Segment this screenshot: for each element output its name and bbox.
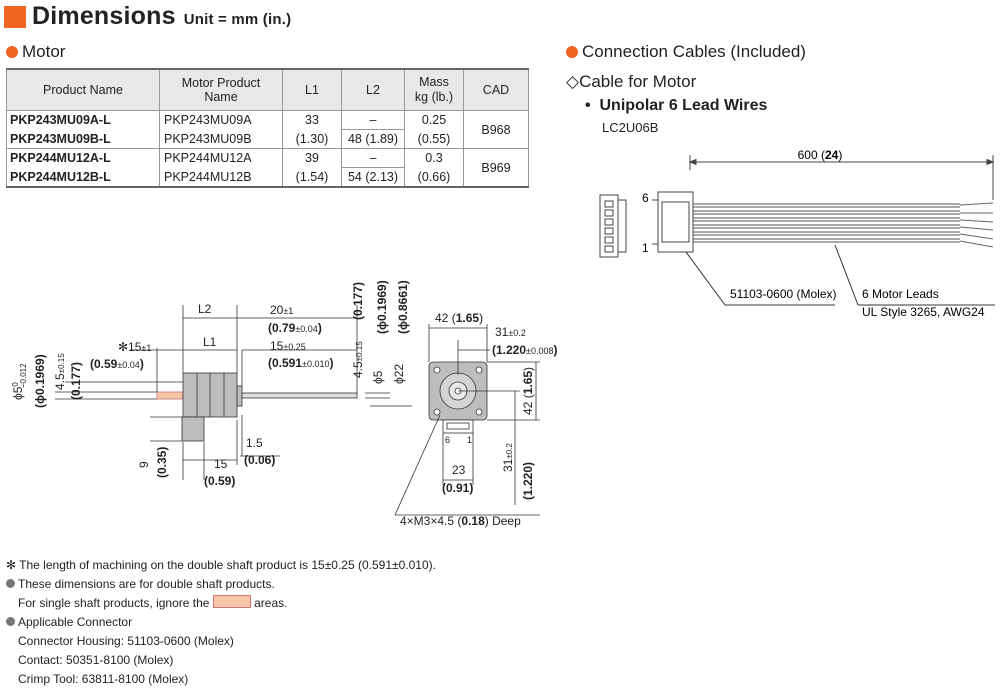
dim-phi5b: ϕ5	[371, 370, 385, 384]
dim-15-shaft: 15±0.25	[270, 339, 306, 353]
table-row: PKP244MU12B-L PKP244MU12B (1.54) 54 (2.1…	[6, 167, 529, 187]
product-name: PKP244MU12B-L	[6, 167, 160, 187]
col-motor-product-name: Motor Product Name	[159, 68, 283, 111]
dim-23: 23	[452, 463, 466, 477]
dim-1220: (1.220±0.008)	[492, 343, 558, 357]
rear-shaft	[156, 391, 184, 400]
note-4: Connector Housing: 51103-0600 (Molex)	[18, 634, 234, 648]
motor-product-name: PKP243MU09A	[159, 110, 283, 130]
cable-drawing: 600 (24) 6 1 51103-0600 (Molex) 6 Motor …	[599, 148, 995, 319]
mass-value: (0.66)	[404, 167, 464, 187]
mass-value: 0.25	[404, 110, 464, 130]
l2-value: 54 (2.13)	[341, 167, 405, 187]
motor-drawing: L2 L1 20±1 (0.79±0.04) 15±0.25 (0.591±0.…	[11, 280, 558, 528]
motor-product-name: PKP244MU12A	[159, 148, 283, 168]
diamond-icon: ◇	[566, 72, 580, 91]
bullet-icon	[6, 579, 15, 588]
product-name: PKP243MU09B-L	[6, 129, 160, 149]
col-l1: L1	[282, 68, 342, 111]
table-row: PKP243MU09A-L PKP243MU09A 33 – 0.25 B968	[6, 110, 529, 149]
dim-20: 20±1	[270, 303, 293, 317]
motor-product-name: PKP244MU12B	[159, 167, 283, 187]
cable-model: LC2U06B	[602, 120, 659, 135]
l1-value: 33	[282, 110, 342, 130]
pin6-label: 6	[445, 435, 450, 445]
spec-table: Product Name Motor Product Name L1 L2 Ma…	[6, 68, 529, 188]
dim-phi1969: (ϕ0.1969)	[33, 354, 47, 408]
table-row: PKP244MU12A-L PKP244MU12A 39 – 0.3 B969	[6, 148, 529, 187]
l2-value: –	[341, 110, 405, 130]
product-name: PKP243MU09A-L	[6, 110, 160, 130]
bullet-icon	[6, 46, 18, 58]
dim-1220v: (1.220)	[521, 462, 535, 500]
dim-phi5: ϕ50−0.012	[11, 363, 28, 400]
motor-section-title: Motor	[6, 42, 65, 62]
dim-059: (0.59±0.04)	[90, 357, 144, 371]
cad-link[interactable]: B968	[463, 110, 529, 149]
unit-label: Unit = mm (in.)	[183, 11, 292, 28]
motor-product-name: PKP243MU09B	[159, 129, 283, 149]
dim-l2: L2	[198, 302, 212, 316]
connector-label: 51103-0600 (Molex)	[730, 287, 837, 301]
pin-bottom-label: 1	[642, 241, 649, 255]
note-6: Crimp Tool: 63811-8100 (Molex)	[18, 672, 189, 686]
pin-top-label: 6	[642, 191, 649, 205]
col-l2: L2	[341, 68, 405, 111]
dim-phi1969b: (ϕ0.1969)	[375, 280, 389, 334]
dim-31v: 31±0.2	[501, 443, 515, 472]
dim-15: 15	[214, 457, 228, 471]
col-product-name: Product Name	[6, 68, 160, 111]
table-row: PKP243MU09B-L PKP243MU09B (1.30) 48 (1.8…	[6, 129, 529, 149]
dim-42v: 42 (1.65)	[521, 367, 535, 415]
cables-section-title: Connection Cables (Included)	[566, 42, 806, 62]
pin1-label: 1	[467, 435, 472, 445]
dim-45: 4.5±0.15	[53, 353, 67, 390]
note-3: Applicable Connector	[6, 613, 436, 632]
col-cad: CAD	[463, 68, 529, 111]
cable-length: 600 (24)	[798, 148, 843, 162]
lead-type: • Unipolar 6 Lead Wires	[585, 97, 768, 114]
title-marker	[4, 6, 26, 28]
cable-subtitle: ◇Cable for Motor	[566, 72, 697, 91]
tap-spec: 4×M3×4.5 (0.18) Deep	[400, 514, 521, 528]
dim-079: (0.79±0.04)	[268, 321, 322, 335]
dim-42: 42 (1.65)	[435, 311, 483, 325]
product-name: PKP244MU12A-L	[6, 148, 160, 168]
dim-l1: L1	[203, 335, 217, 349]
leads-spec: UL Style 3265, AWG24	[862, 305, 985, 319]
dim-phi8661: (ϕ0.8661)	[396, 280, 410, 334]
l1-value: (1.30)	[282, 129, 342, 149]
note-1: These dimensions are for double shaft pr…	[6, 575, 436, 594]
dim-0177: (0.177)	[69, 362, 83, 400]
note-star: ✻ The length of machining on the double …	[6, 558, 436, 572]
dim-059b: (0.59)	[204, 474, 235, 488]
mass-value: 0.3	[404, 148, 464, 168]
mass-value: (0.55)	[404, 129, 464, 149]
dim-0177b: (0.177)	[351, 282, 365, 320]
highlight-swatch	[212, 595, 251, 608]
l1-value: (1.54)	[282, 167, 342, 187]
bullet-icon	[6, 617, 15, 626]
dim-45b: 4.5±0.15	[351, 341, 365, 378]
dim-star15: ✻15±1	[118, 340, 151, 354]
note-5: Contact: 50351-8100 (Molex)	[18, 653, 174, 667]
dim-1p5: 1.5	[246, 436, 263, 450]
l2-value: 48 (1.89)	[341, 129, 405, 149]
l2-value: –	[341, 148, 405, 168]
dim-091: (0.91)	[442, 481, 473, 495]
dim-035: (0.35)	[155, 447, 169, 478]
bullet-icon	[566, 46, 578, 58]
dim-9: 9	[137, 461, 151, 468]
dim-006: (0.06)	[244, 453, 275, 467]
dim-0591: (0.591±0.010)	[268, 356, 334, 370]
dim-phi22: ϕ22	[392, 364, 406, 384]
leads-label: 6 Motor Leads	[862, 287, 939, 301]
notes: ✻ The length of machining on the double …	[6, 556, 436, 689]
dim-31: 31±0.2	[495, 325, 526, 339]
note-2: For single shaft products, ignore the ar…	[18, 595, 288, 610]
l1-value: 39	[282, 148, 342, 168]
cad-link[interactable]: B969	[463, 148, 529, 187]
